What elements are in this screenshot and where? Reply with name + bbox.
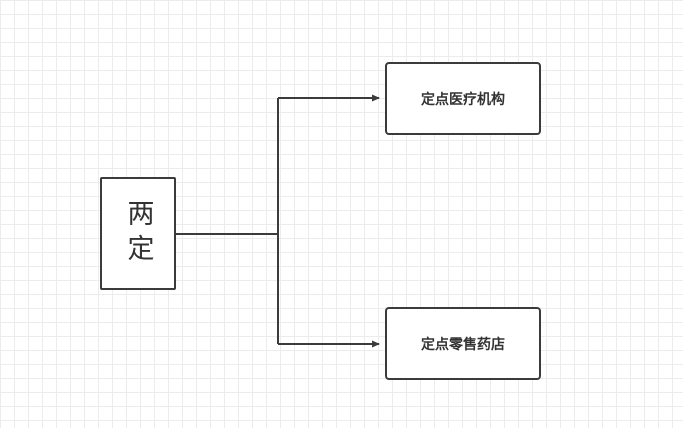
edge-trunk — [176, 98, 279, 344]
node-designated-medical-institution-label: 定点医疗机构 — [421, 90, 505, 107]
node-root-label: 两定 — [123, 198, 154, 269]
node-designated-retail-pharmacy: 定点零售药店 — [385, 307, 541, 380]
node-root: 两定 — [100, 177, 176, 290]
node-designated-retail-pharmacy-label: 定点零售药店 — [421, 335, 505, 352]
node-designated-medical-institution: 定点医疗机构 — [385, 62, 541, 135]
